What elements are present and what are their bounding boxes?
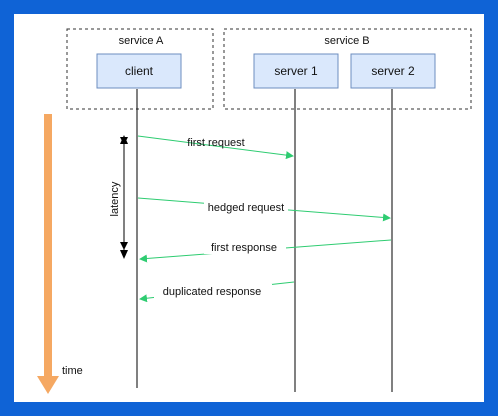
service-b-group (223, 28, 472, 110)
server-2-box (350, 53, 436, 89)
duplicated-response-label: duplicated response (163, 286, 261, 298)
hedged-request-label-bg (204, 200, 288, 214)
service-a-label: service A (119, 35, 164, 47)
first-response-label: first response (211, 242, 277, 254)
client-box (96, 53, 182, 89)
latency-label: latency (109, 181, 121, 216)
diagram-canvas: service A service B client server 1 serv… (14, 14, 484, 402)
service-b-label: service B (324, 35, 369, 47)
service-a-group (66, 28, 214, 110)
duplicated-response-label-bg (154, 284, 272, 298)
first-response-label-bg (204, 240, 286, 254)
first-request-label: first request (187, 137, 244, 149)
server-1-label: server 1 (274, 64, 318, 78)
client-label: client (125, 64, 154, 78)
time-arrow-head (37, 376, 59, 394)
time-label: time (62, 365, 83, 377)
latency-arrow-head-bottom (120, 250, 128, 259)
sequence-diagram: service A service B client server 1 serv… (37, 28, 472, 394)
server-2-label: server 2 (371, 64, 415, 78)
first-request-arrow (137, 135, 294, 160)
latency-arrow-head-top (120, 135, 128, 144)
server-1-box (253, 53, 339, 89)
hedged-request-label: hedged request (208, 202, 284, 214)
